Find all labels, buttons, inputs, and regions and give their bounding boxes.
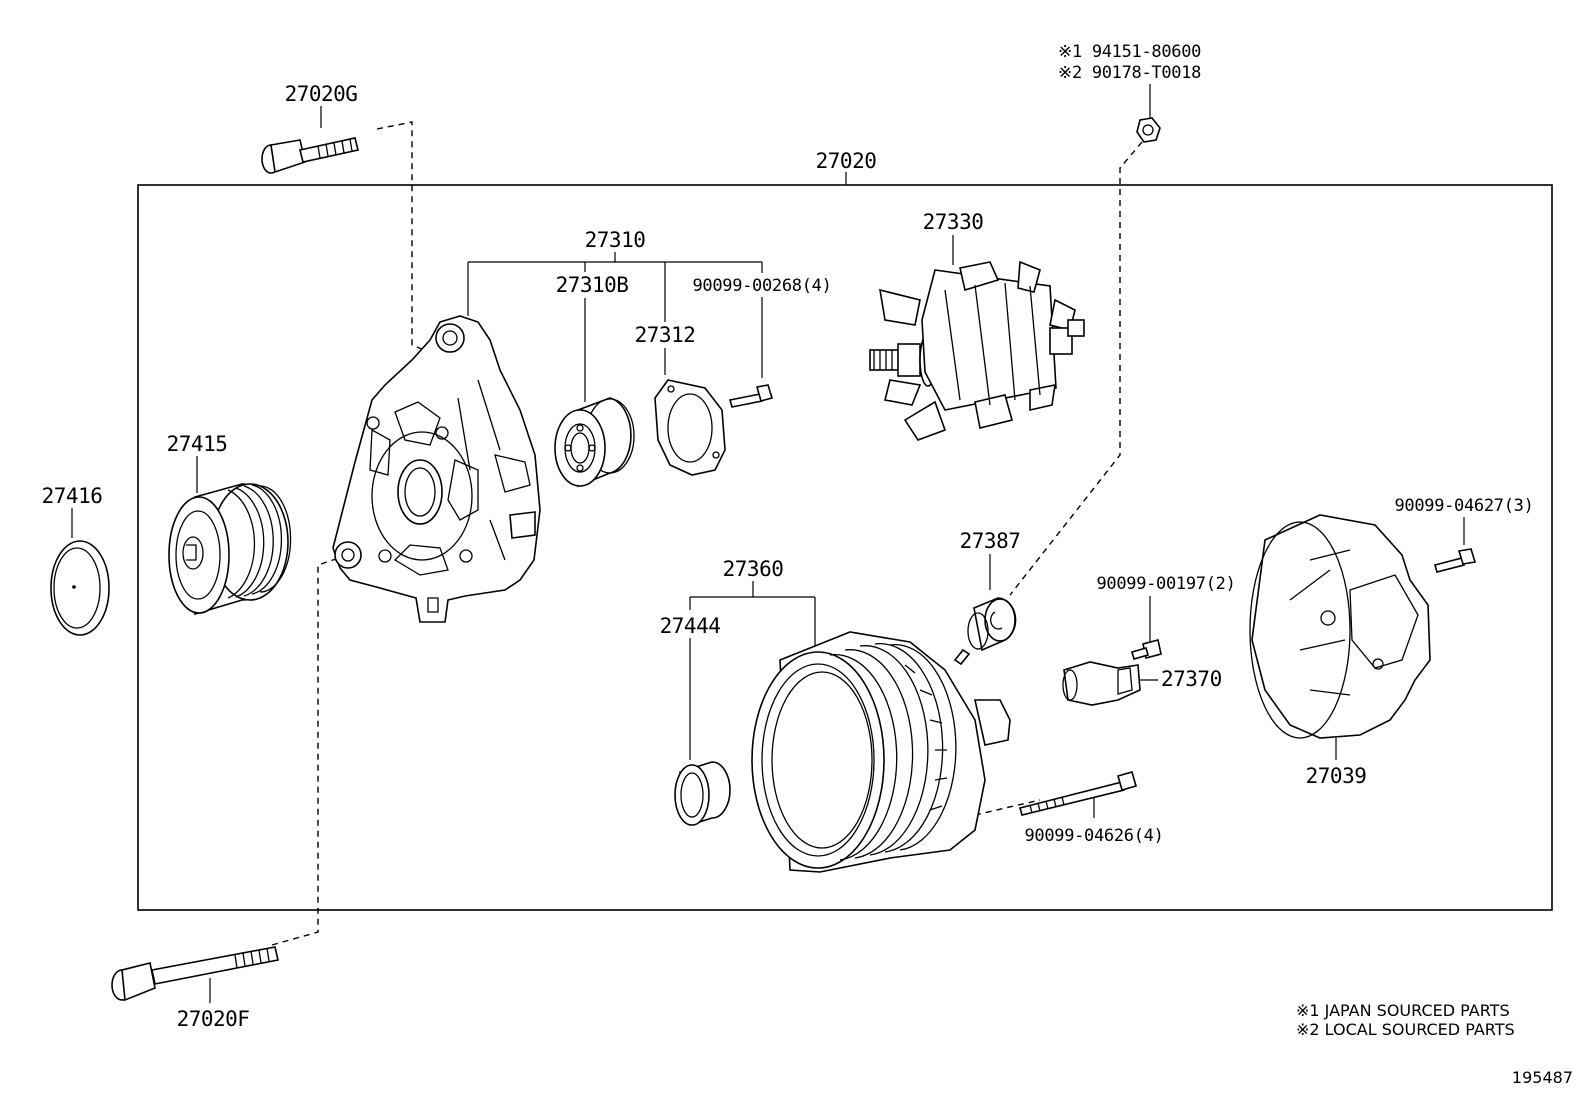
label-end-cover[interactable]: 27039 xyxy=(1306,764,1367,788)
label-retainer-screw[interactable]: 90099-00268(4) xyxy=(692,276,831,296)
diagram-id: 195487 xyxy=(1512,1068,1573,1087)
bearing[interactable] xyxy=(554,397,635,488)
assembly-frame xyxy=(137,184,1553,911)
label-brush-holder[interactable]: 27370 xyxy=(1161,667,1222,691)
retainer-plate[interactable] xyxy=(654,379,726,476)
brush-screw[interactable] xyxy=(1131,639,1162,660)
pulley-cap[interactable] xyxy=(50,540,110,636)
bolt-top[interactable] xyxy=(261,137,359,174)
label-stator-frame[interactable]: 27360 xyxy=(723,557,784,581)
label-assembly[interactable]: 27020 xyxy=(816,149,877,173)
nut[interactable] xyxy=(1136,117,1161,143)
label-retainer[interactable]: 27312 xyxy=(635,323,696,347)
label-pulley[interactable]: 27415 xyxy=(167,432,228,456)
drive-end-frame[interactable] xyxy=(332,315,541,623)
label-brush-screw[interactable]: 90099-00197(2) xyxy=(1096,574,1235,594)
label-nut-local[interactable]: ※2 90178-T0018 xyxy=(1058,63,1201,83)
retainer-screw[interactable] xyxy=(728,384,774,408)
label-cover-screw[interactable]: 90099-04627(3) xyxy=(1394,496,1533,516)
label-nut-japan[interactable]: ※1 94151-80600 xyxy=(1058,42,1201,62)
label-through-bolt[interactable]: 90099-04626(4) xyxy=(1024,826,1163,846)
label-bolt-top[interactable]: 27020G xyxy=(285,82,358,106)
pulley[interactable] xyxy=(168,483,292,616)
bushing[interactable] xyxy=(674,761,731,827)
label-insulator[interactable]: 27387 xyxy=(960,529,1021,553)
label-bushing[interactable]: 27444 xyxy=(660,614,721,638)
note-local-sourced: ※2 LOCAL SOURCED PARTS xyxy=(1296,1020,1515,1039)
insulator[interactable] xyxy=(967,597,1017,652)
label-bearing[interactable]: 27310B xyxy=(556,273,629,297)
label-bolt-bottom[interactable]: 27020F xyxy=(177,1007,250,1031)
bolt-bottom[interactable] xyxy=(111,946,279,1002)
leader-lines xyxy=(71,84,1465,1003)
end-cover[interactable] xyxy=(1249,514,1431,739)
label-rotor[interactable]: 27330 xyxy=(923,210,984,234)
rotor[interactable] xyxy=(869,260,1085,441)
cover-screw[interactable] xyxy=(1434,548,1477,573)
through-bolt[interactable] xyxy=(1019,771,1137,816)
note-japan-sourced: ※1 JAPAN SOURCED PARTS xyxy=(1296,1001,1510,1020)
stator-frame[interactable] xyxy=(751,631,1011,873)
dashed-alignment-lines xyxy=(271,121,1143,946)
brush-holder[interactable] xyxy=(1062,661,1141,706)
label-pulley-cap[interactable]: 27416 xyxy=(42,484,103,508)
label-frame-assy[interactable]: 27310 xyxy=(585,228,646,252)
